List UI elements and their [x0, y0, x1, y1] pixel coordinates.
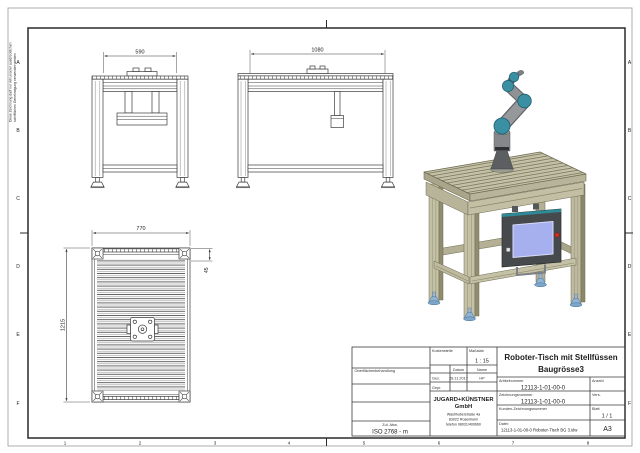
sheet-outer-border	[7, 7, 633, 447]
grid-number: 5	[363, 441, 366, 446]
sheet-value: 1 / 1	[602, 414, 613, 420]
scale-label: Maßstab	[469, 349, 484, 353]
margin-note: Diese Zeichnung darf nur mit unserer aus…	[9, 42, 18, 122]
robot-arm	[489, 70, 532, 173]
robot-wrist2-joint	[508, 71, 520, 83]
control-panel	[501, 203, 562, 276]
panel-key-button[interactable]	[506, 247, 511, 252]
version-label: Vers.	[592, 393, 601, 397]
file-value: 12113-1-01-00-0 Roboter-Tisch BG 3.idw	[501, 428, 578, 433]
grid-letter: C	[628, 196, 632, 202]
company-address-line2: 83022 Rosenheim	[449, 418, 478, 422]
article-number-label: Artikelnummer	[499, 379, 524, 383]
tolerance-value: ISO 2768 - m	[372, 430, 408, 436]
grid-letter: F	[16, 401, 19, 407]
front-view	[90, 52, 190, 189]
grid-number: 1	[64, 441, 67, 446]
robot-wrist1-joint	[502, 80, 514, 92]
company-address-line1: Wastlhuberstraße 4a	[447, 413, 480, 417]
robot-elbow-joint	[517, 93, 532, 109]
drawn-date: 28.11.2017	[449, 377, 468, 381]
grid-number: 7	[512, 441, 515, 446]
title-block-grid	[351, 346, 626, 437]
drawing-number-label: Zeichnungsnummer	[499, 393, 533, 397]
grid-row-letters: A B C D E F A B C D E F	[16, 60, 632, 407]
dim-side-width: 1080	[311, 48, 323, 54]
drawn-by-label: Gez.	[432, 377, 440, 381]
drawing-title-line2: Baugrösse3	[538, 365, 584, 374]
margin-note-line1: Diese Zeichnung darf nur mit unserer aus…	[9, 42, 13, 122]
panel-top-edge	[502, 209, 561, 217]
panel-bracket	[516, 264, 546, 276]
grid-letter: F	[628, 401, 631, 407]
grid-letter: D	[628, 264, 632, 270]
tolerance-label: Zul. Abw.	[382, 423, 397, 427]
grid-number: 4	[288, 441, 291, 446]
format-value: A3	[603, 426, 612, 433]
sheet-label: Blatt	[592, 407, 601, 411]
grid-number: 8	[587, 441, 590, 446]
margin-note-line2: schriftlichen Genehmigung verwendet werd…	[13, 53, 17, 122]
drawn-name: HP	[479, 377, 485, 381]
drawing-title-line1: Roboter-Tisch mit Stellfüssen	[504, 353, 617, 362]
title-block: Roboter-Tisch mit Stellfüssen Baugrösse3…	[355, 349, 618, 436]
cost-center-label: Kostenstelle	[432, 349, 453, 353]
article-number-value: 12113-1-01-00-0	[521, 386, 566, 392]
grid-number: 2	[139, 441, 142, 446]
centering-marks	[20, 20, 633, 446]
grid-letter: A	[16, 60, 20, 66]
company-address-line3: telefon 08031/400660	[446, 423, 481, 427]
grid-number: 6	[438, 441, 441, 446]
dim-front-width: 590	[135, 50, 144, 56]
drawing-number-value: 12113-1-01-00-0	[521, 400, 566, 406]
grid-letter: D	[16, 264, 20, 270]
table-rail	[469, 257, 577, 285]
grid-letter: E	[16, 332, 20, 338]
dim-plan-length: 1215	[61, 319, 67, 331]
grid-letter: C	[16, 196, 20, 202]
file-label: Datei:	[499, 422, 509, 426]
checked-by-label: Gepr.	[432, 386, 441, 390]
name-column-label: Name	[477, 368, 487, 372]
quantity-label: Anzahl	[592, 379, 604, 383]
company-name-line1: JUGARD+KÜNSTNER	[433, 396, 494, 403]
robot-shoulder-joint	[493, 117, 511, 135]
grid-letter: B	[628, 128, 632, 134]
grid-number: 3	[214, 441, 217, 446]
grid-col-numbers: 1 2 3 4 5 6 7 8	[64, 441, 590, 446]
company-name-line2: GmbH	[455, 404, 472, 410]
dim-plan-offset: 45	[204, 267, 210, 273]
emergency-stop-button[interactable]	[554, 232, 560, 238]
side-view	[235, 50, 396, 189]
table-legs	[428, 181, 586, 319]
table-rail	[433, 260, 470, 285]
scale-value: 1 : 15	[475, 359, 489, 365]
surface-treatment-label: Oberflächenbehandlung	[355, 369, 396, 373]
grid-letter: B	[16, 128, 20, 134]
date-column-label: Datum	[453, 368, 464, 372]
grid-letter: E	[628, 332, 632, 338]
touchscreen[interactable]	[512, 221, 554, 258]
customer-number-label: Kunden-Zeichnungsnummer	[499, 407, 548, 411]
panel-clamp	[533, 203, 539, 210]
dim-plan-width: 770	[136, 226, 145, 232]
grid-letter: A	[628, 60, 632, 66]
plan-view	[63, 230, 213, 403]
panel-clamp	[512, 206, 518, 212]
robot-tool-flange	[517, 70, 525, 75]
iso-render	[423, 70, 587, 322]
